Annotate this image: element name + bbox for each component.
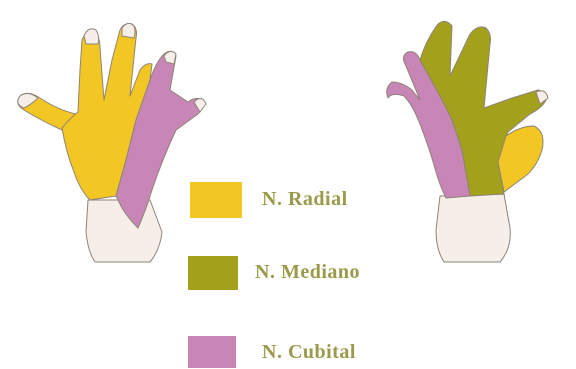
right-hand-palmar [387, 21, 548, 262]
legend-label-radial: N. Radial [262, 188, 348, 211]
legend-swatch-mediano [188, 256, 238, 290]
legend [188, 182, 242, 368]
legend-swatch-cubital [188, 336, 236, 368]
legend-label-cubital: N. Cubital [262, 341, 356, 364]
right-wrist [436, 194, 510, 262]
left-hand-dorsal [18, 23, 206, 262]
legend-label-mediano: N. Mediano [255, 261, 360, 284]
legend-swatch-radial [190, 182, 242, 218]
